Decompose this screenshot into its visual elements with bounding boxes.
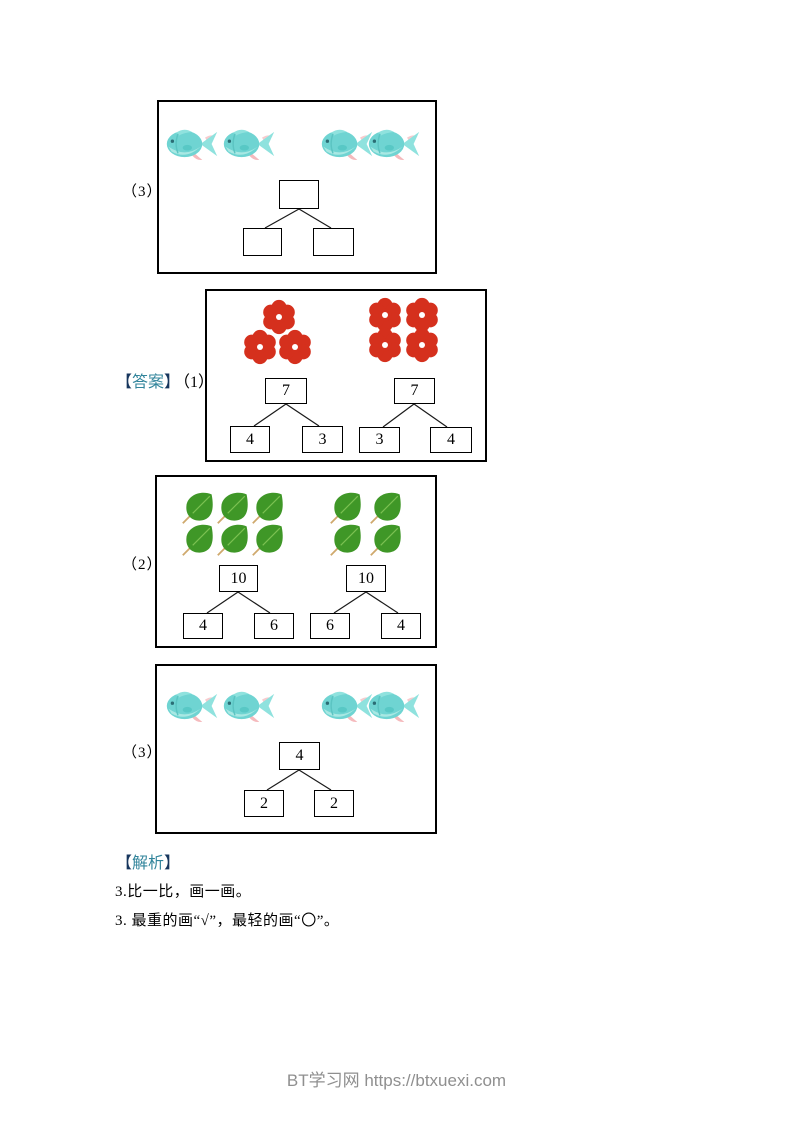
analysis-word: 解析 — [132, 855, 165, 872]
flower-icon — [277, 329, 313, 365]
answer-tag: 【答案】（1） — [116, 368, 214, 392]
question-text-line: 3.比一比，画一画。 — [115, 884, 252, 900]
bond-part-right-box: 3 — [302, 426, 343, 453]
leaves-answer-box: 10 4 6 10 6 4 — [155, 475, 437, 648]
answer-bracket-close: 】 — [164, 374, 181, 391]
bond-part-right-box: 6 — [254, 613, 294, 639]
bond-part-left-box: 4 — [183, 613, 223, 639]
analysis-bracket-open: 【 — [116, 855, 133, 872]
site-footer: BT学习网 https://btxuexi.com — [286, 1071, 507, 1090]
leaf-icon — [216, 521, 252, 557]
bond-part-right-box: 4 — [430, 427, 472, 453]
bond-total-box — [279, 180, 319, 209]
leaf-icon — [369, 489, 405, 525]
leaf-icon — [216, 489, 252, 525]
bond-part-left-box: 6 — [310, 613, 350, 639]
bond-total-box: 4 — [279, 742, 320, 770]
answer-word: 答案 — [132, 374, 165, 391]
flower-icon — [242, 329, 278, 365]
bond-total-box: 10 — [219, 565, 258, 592]
fish-icon — [221, 687, 277, 725]
bond-part-left-box: 4 — [230, 426, 270, 453]
question-item-label: （3） — [122, 184, 163, 200]
bond-part-left-box: 3 — [359, 427, 400, 453]
fish-answer-box: 4 2 2 — [155, 664, 437, 834]
analysis-bracket-close: 】 — [164, 855, 181, 872]
leaf-icon — [329, 489, 365, 525]
fish-icon — [366, 687, 422, 725]
answer-item-label: （3） — [122, 745, 163, 761]
fish-icon — [366, 125, 422, 163]
leaf-icon — [181, 489, 217, 525]
leaf-icon — [251, 489, 287, 525]
bond-part-right-box: 2 — [314, 790, 354, 817]
bond-total-box: 10 — [346, 565, 386, 592]
bond-part-left-box: 2 — [244, 790, 284, 817]
answer-item-label: （2） — [122, 557, 163, 573]
leaf-icon — [369, 521, 405, 557]
bond-total-box: 7 — [265, 378, 307, 404]
leaf-icon — [251, 521, 287, 557]
answer-bracket-open: 【 — [116, 374, 133, 391]
flower-icon — [404, 327, 440, 363]
fish-icon — [164, 125, 220, 163]
bond-total-box: 7 — [394, 378, 435, 404]
bond-part-right-box: 4 — [381, 613, 421, 639]
flowers-answer-box: 7 4 3 7 3 4 — [205, 289, 487, 462]
fish-question-box — [157, 100, 437, 274]
fish-icon — [164, 687, 220, 725]
leaf-icon — [181, 521, 217, 557]
question-text-line: 3. 最重的画“√”，最轻的画“〇”。 — [115, 913, 340, 929]
fish-icon — [221, 125, 277, 163]
flower-icon — [367, 327, 403, 363]
bond-part-left-box — [243, 228, 282, 256]
leaf-icon — [329, 521, 365, 557]
bond-part-right-box — [313, 228, 354, 256]
analysis-tag: 【解析】 — [116, 849, 180, 873]
